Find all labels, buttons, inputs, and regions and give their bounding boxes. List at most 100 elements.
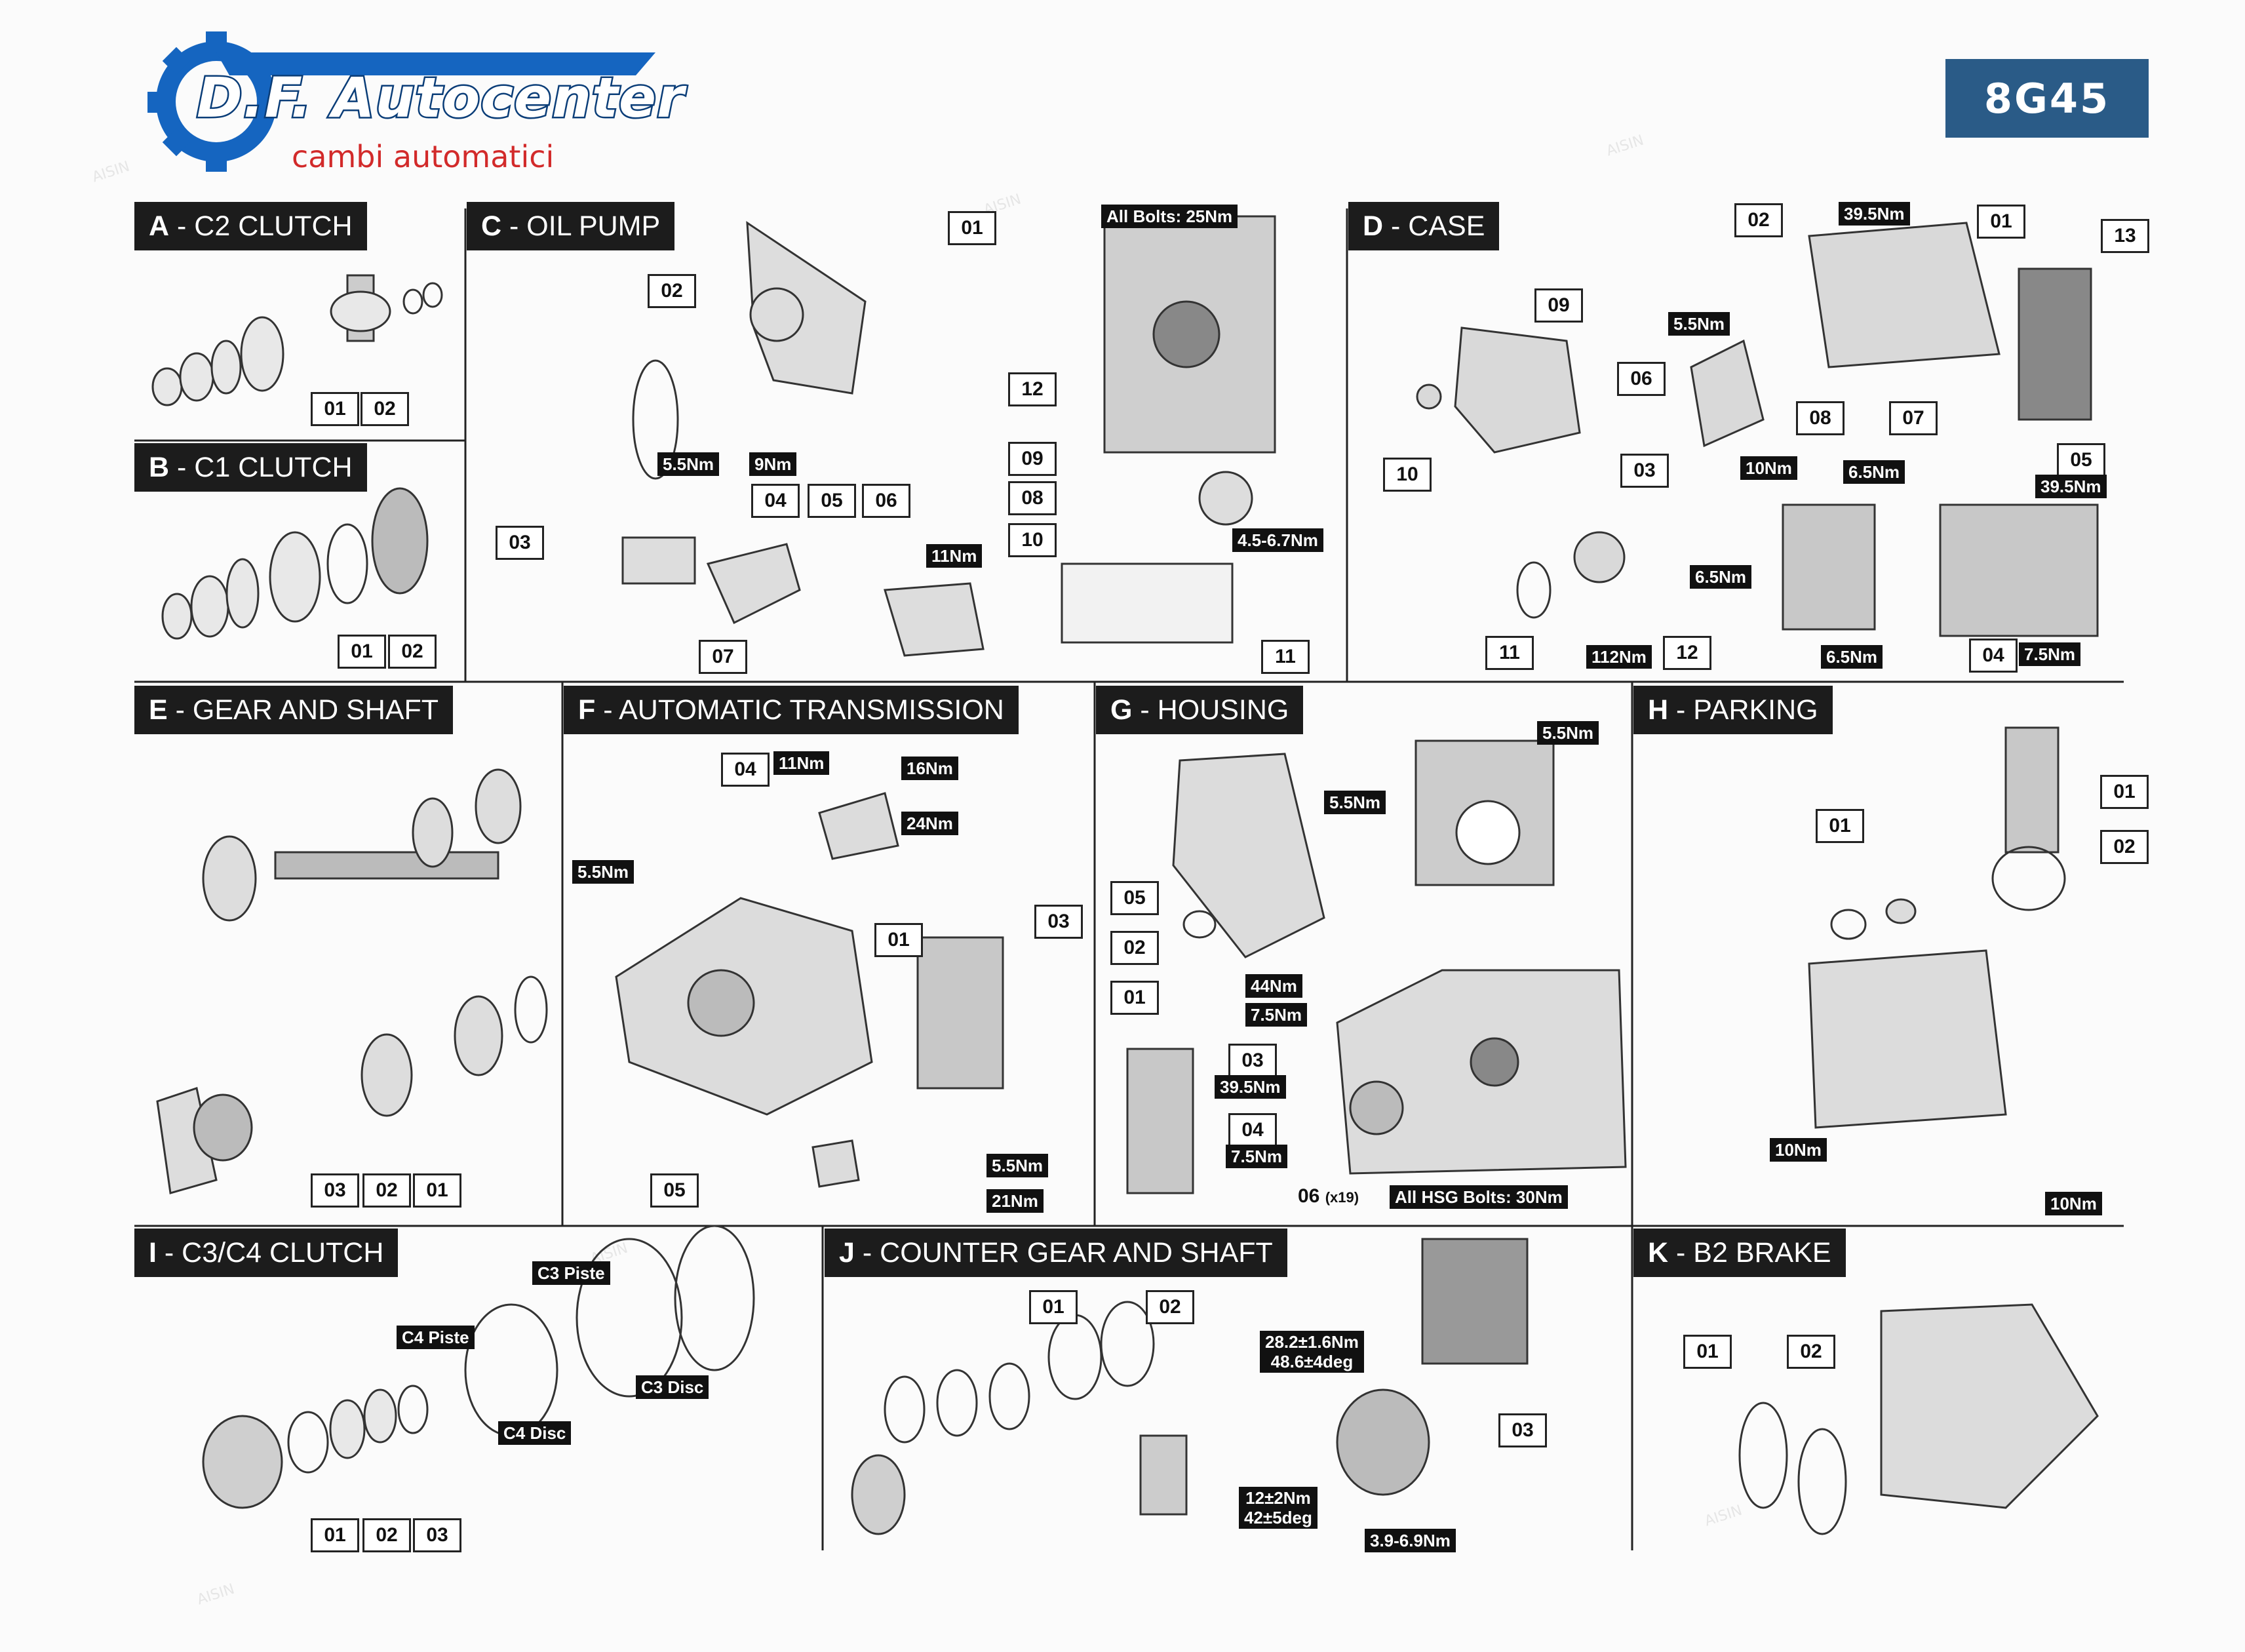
- brand-tagline: cambi automatici: [292, 139, 555, 174]
- torque-spec: 12±2Nm 42±5deg: [1239, 1487, 1318, 1529]
- torque-spec: 11Nm: [773, 751, 830, 775]
- torque-spec: 39.5Nm: [2035, 475, 2107, 498]
- callout: 03: [496, 526, 544, 560]
- torque-spec: 10Nm: [2045, 1192, 2102, 1215]
- panel-k-title: K - B2 BRAKE: [1633, 1229, 1846, 1277]
- panel-a-title: A - C2 CLUTCH: [134, 202, 367, 250]
- panel-name: OIL PUMP: [526, 210, 661, 242]
- panel-letter: H: [1648, 694, 1669, 726]
- torque-spec: 39.5Nm: [1215, 1075, 1286, 1099]
- panel-c-title: C - OIL PUMP: [467, 202, 675, 250]
- panel-name: AUTOMATIC TRANSMISSION: [619, 694, 1004, 726]
- torque-spec: 10Nm: [1770, 1138, 1827, 1162]
- panel-name: C2 CLUTCH: [194, 210, 353, 242]
- panel-name: COUNTER GEAR AND SHAFT: [880, 1237, 1273, 1268]
- panel-name: GEAR AND SHAFT: [192, 694, 439, 726]
- torque-spec: 9Nm: [749, 452, 797, 476]
- callout: 02: [361, 392, 409, 426]
- callout: 05: [1110, 881, 1159, 915]
- callout: 05: [808, 484, 856, 518]
- callout: 11: [1261, 640, 1310, 674]
- note-callout: 06: [1298, 1185, 1320, 1207]
- panel-j-title: J - COUNTER GEAR AND SHAFT: [825, 1229, 1287, 1277]
- torque-spec: 5.5Nm: [1668, 312, 1730, 336]
- torque-spec: 6.5Nm: [1843, 460, 1905, 484]
- callout: 11: [1485, 636, 1534, 670]
- panel-name: PARKING: [1693, 694, 1818, 726]
- torque-spec: C3 Disc: [636, 1375, 709, 1399]
- callout: 02: [1110, 931, 1159, 965]
- torque-spec: 7.5Nm: [1245, 1003, 1308, 1027]
- callout: 01: [948, 211, 996, 245]
- spec-line: 42±5deg: [1244, 1508, 1312, 1527]
- torque-spec: 4.5-6.7Nm: [1232, 528, 1323, 552]
- panel-letter: I: [149, 1237, 157, 1268]
- callout: 04: [1969, 639, 2018, 673]
- torque-spec: C3 Piste: [532, 1261, 610, 1285]
- callout: 01: [338, 635, 386, 669]
- torque-spec: All HSG Bolts: 30Nm: [1390, 1185, 1568, 1209]
- spec-line: 48.6±4deg: [1270, 1352, 1354, 1371]
- torque-spec: 3.9-6.9Nm: [1365, 1529, 1456, 1552]
- callout: 06: [862, 484, 910, 518]
- torque-spec: C4 Piste: [397, 1326, 475, 1349]
- callout: 01: [874, 923, 923, 957]
- callout: 03: [1228, 1044, 1277, 1078]
- torque-spec: 6.5Nm: [1821, 645, 1883, 669]
- callout: 12: [1663, 636, 1711, 670]
- callout: 02: [362, 1173, 411, 1208]
- panel-h-title: H - PARKING: [1633, 686, 1833, 734]
- panel-letter: J: [839, 1237, 855, 1268]
- callout: 09: [1008, 442, 1057, 476]
- callout: 03: [1620, 454, 1669, 488]
- torque-spec: 21Nm: [986, 1189, 1044, 1213]
- panel-i-title: I - C3/C4 CLUTCH: [134, 1229, 399, 1277]
- callout: 01: [413, 1173, 461, 1208]
- torque-spec: 28.2±1.6Nm 48.6±4deg: [1260, 1331, 1364, 1373]
- callout: 01: [1816, 809, 1864, 843]
- panel-letter: A: [149, 210, 170, 242]
- callout: 01: [311, 1518, 359, 1552]
- callout: 01: [1977, 205, 2025, 239]
- callout: 07: [699, 640, 747, 674]
- callout: 04: [721, 753, 770, 787]
- callout: 02: [388, 635, 437, 669]
- panel-letter: K: [1648, 1237, 1669, 1268]
- torque-spec: All Bolts: 25Nm: [1101, 205, 1238, 228]
- callout: 05: [2057, 443, 2105, 477]
- callout: 01: [1683, 1335, 1732, 1369]
- panel-letter: C: [481, 210, 502, 242]
- callout: 09: [1534, 288, 1583, 323]
- callout: 06: [1617, 362, 1666, 396]
- panel-name: CASE: [1408, 210, 1485, 242]
- callout: 01: [2100, 775, 2149, 809]
- panel-name: C3/C4 CLUTCH: [182, 1237, 384, 1268]
- callout: 03: [413, 1518, 461, 1552]
- panel-g-title: G - HOUSING: [1096, 686, 1304, 734]
- brand-name: D.F. Autocenter: [195, 64, 685, 132]
- panel-name: C1 CLUTCH: [194, 452, 353, 483]
- callout: 07: [1889, 401, 1938, 435]
- callout: 04: [751, 484, 800, 518]
- callout: 01: [1029, 1290, 1078, 1324]
- callout: 13: [2101, 219, 2149, 253]
- torque-spec: 6.5Nm: [1690, 565, 1752, 589]
- callout: 01: [1110, 981, 1159, 1015]
- spec-line: 12±2Nm: [1245, 1488, 1311, 1508]
- callout: 04: [1228, 1113, 1277, 1147]
- torque-spec: 5.5Nm: [572, 860, 634, 884]
- panel-letter: B: [149, 452, 170, 483]
- panel-letter: G: [1110, 694, 1133, 726]
- callout: 02: [1146, 1290, 1194, 1324]
- bolt-note: 06 (x19): [1298, 1185, 1359, 1208]
- torque-spec: 5.5Nm: [1537, 721, 1599, 745]
- callout: 02: [2100, 830, 2149, 864]
- callout: 10: [1008, 523, 1057, 557]
- torque-spec: 39.5Nm: [1839, 202, 1910, 226]
- callout: 01: [311, 392, 359, 426]
- callout: 03: [311, 1173, 359, 1208]
- panel-letter: E: [149, 694, 168, 726]
- torque-spec: 5.5Nm: [1324, 791, 1386, 814]
- callout: 02: [362, 1518, 411, 1552]
